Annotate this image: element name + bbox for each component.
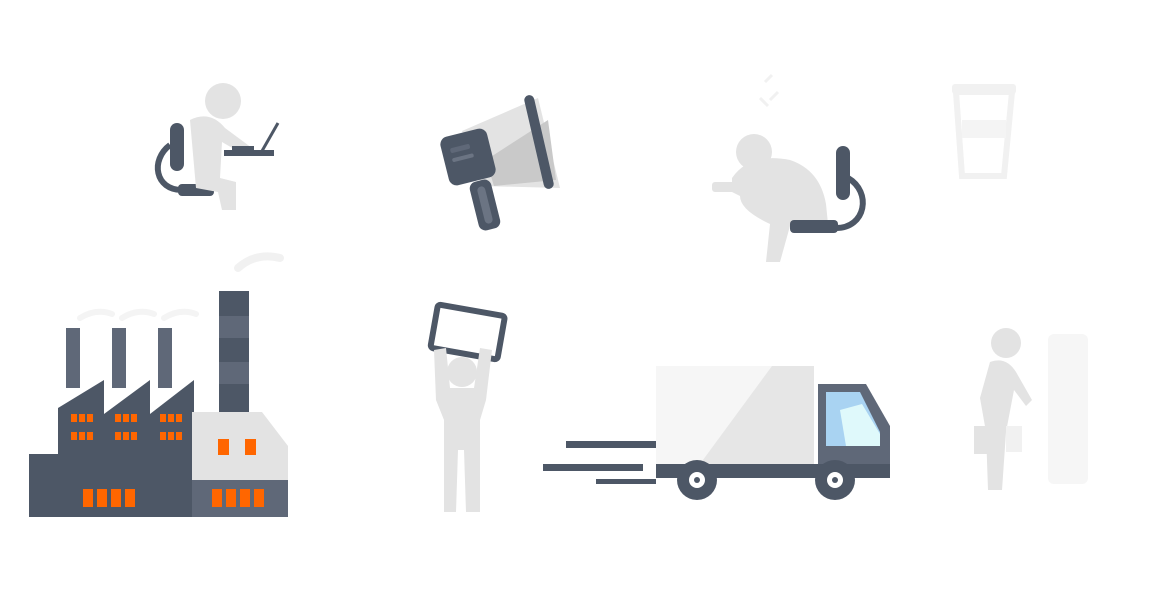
delivery-truck-icon (543, 366, 890, 500)
person-slumped-at-desk-icon (712, 73, 866, 262)
person-holding-sign-icon (427, 301, 508, 512)
person-at-laptop-icon (154, 83, 280, 210)
megaphone-icon (440, 95, 560, 231)
person-with-shopping-bag-icon (974, 328, 1088, 490)
factory-icon (29, 252, 288, 517)
coffee-cup-icon (952, 84, 1016, 179)
